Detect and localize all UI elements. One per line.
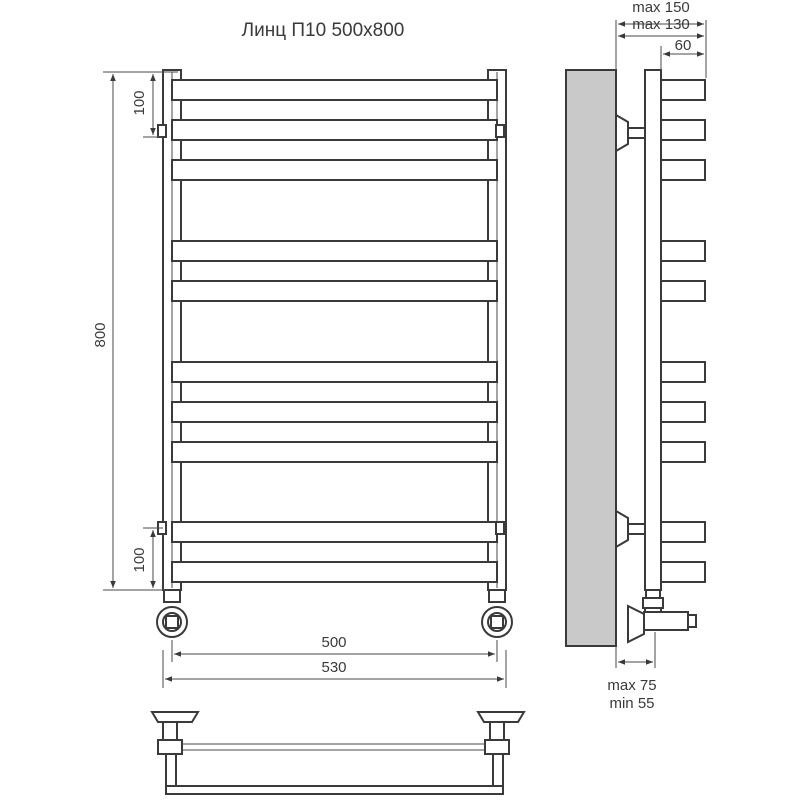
dim-height-label: 800 bbox=[92, 322, 109, 347]
side-rung-1 bbox=[660, 79, 706, 101]
left-cap-top bbox=[157, 124, 167, 138]
front-view: 800 100 100 500 530 bbox=[92, 69, 513, 688]
right-cap-top bbox=[495, 124, 505, 138]
rung-5 bbox=[171, 280, 498, 302]
rung-6 bbox=[171, 361, 498, 383]
dim-min-55-label: min 55 bbox=[609, 695, 654, 712]
right-cap-bottom bbox=[495, 521, 505, 535]
side-rung-2 bbox=[660, 119, 706, 141]
rung-8 bbox=[171, 441, 498, 463]
side-rung-6 bbox=[660, 361, 706, 383]
right-valve bbox=[481, 589, 513, 638]
side-rung-9 bbox=[660, 521, 706, 543]
drawing-title: Линц П10 500x800 bbox=[242, 20, 405, 41]
bottom-view bbox=[150, 711, 526, 795]
rung-10 bbox=[171, 561, 498, 583]
side-rungs bbox=[660, 79, 706, 583]
side-rung-5 bbox=[660, 280, 706, 302]
side-rung-3 bbox=[660, 159, 706, 181]
rung-1 bbox=[171, 79, 498, 101]
side-view: max 150 max 130 60 max 75 min 55 bbox=[565, 0, 707, 712]
dim-max-150-label: max 150 bbox=[632, 0, 690, 16]
rung-3 bbox=[171, 159, 498, 181]
side-rung-4 bbox=[660, 240, 706, 262]
dim-overall-width-label: 530 bbox=[321, 659, 346, 676]
left-valve bbox=[156, 589, 188, 638]
side-post bbox=[644, 69, 662, 591]
wall bbox=[565, 69, 617, 647]
dim-top-spacing-label: 100 bbox=[131, 90, 148, 115]
dim-max-75-label: max 75 bbox=[607, 677, 656, 694]
dim-max-130-label: max 130 bbox=[632, 16, 690, 33]
side-rung-8 bbox=[660, 441, 706, 463]
rung-4 bbox=[171, 240, 498, 262]
rung-9 bbox=[171, 521, 498, 543]
dim-axis-width-label: 500 bbox=[321, 634, 346, 651]
side-rung-7 bbox=[660, 401, 706, 423]
rungs bbox=[171, 79, 498, 583]
dim-bottom-spacing-label: 100 bbox=[131, 547, 148, 572]
rung-7 bbox=[171, 401, 498, 423]
dim-60-label: 60 bbox=[675, 37, 692, 54]
side-rung-10 bbox=[660, 561, 706, 583]
rung-2 bbox=[171, 119, 498, 141]
